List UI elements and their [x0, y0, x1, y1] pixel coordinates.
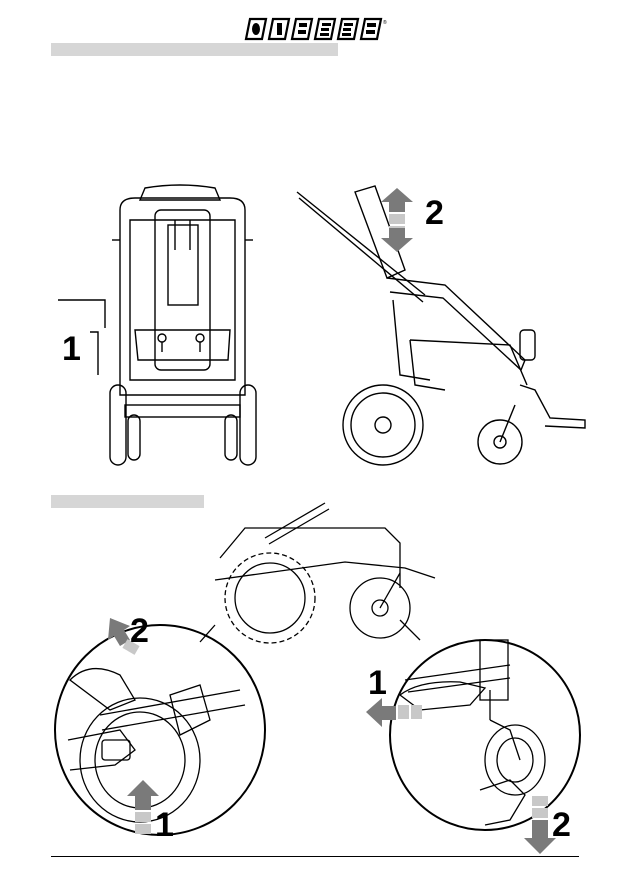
- callout-number: 2: [552, 806, 571, 844]
- callout-number: 1: [368, 664, 387, 702]
- section-header-bar: [51, 43, 338, 56]
- callout-number: 1: [155, 806, 174, 844]
- callout-number: 1: [62, 330, 81, 368]
- footer-rule: [51, 856, 579, 857]
- callout-number: 2: [425, 194, 444, 232]
- ormesa-logo: ®: [244, 16, 392, 42]
- svg-text:®: ®: [383, 19, 387, 26]
- arrow-up-down-icon: [381, 188, 413, 252]
- arrow-left-icon: [366, 698, 422, 727]
- section-header-bar: [51, 495, 204, 508]
- detail-front-wheel-release: 1 2: [360, 610, 590, 860]
- callout-number: 2: [130, 612, 149, 650]
- stroller-front-view: 1: [50, 180, 280, 475]
- stroller-side-view: 2: [295, 180, 595, 475]
- detail-rear-wheel-release: 2 1: [40, 600, 270, 845]
